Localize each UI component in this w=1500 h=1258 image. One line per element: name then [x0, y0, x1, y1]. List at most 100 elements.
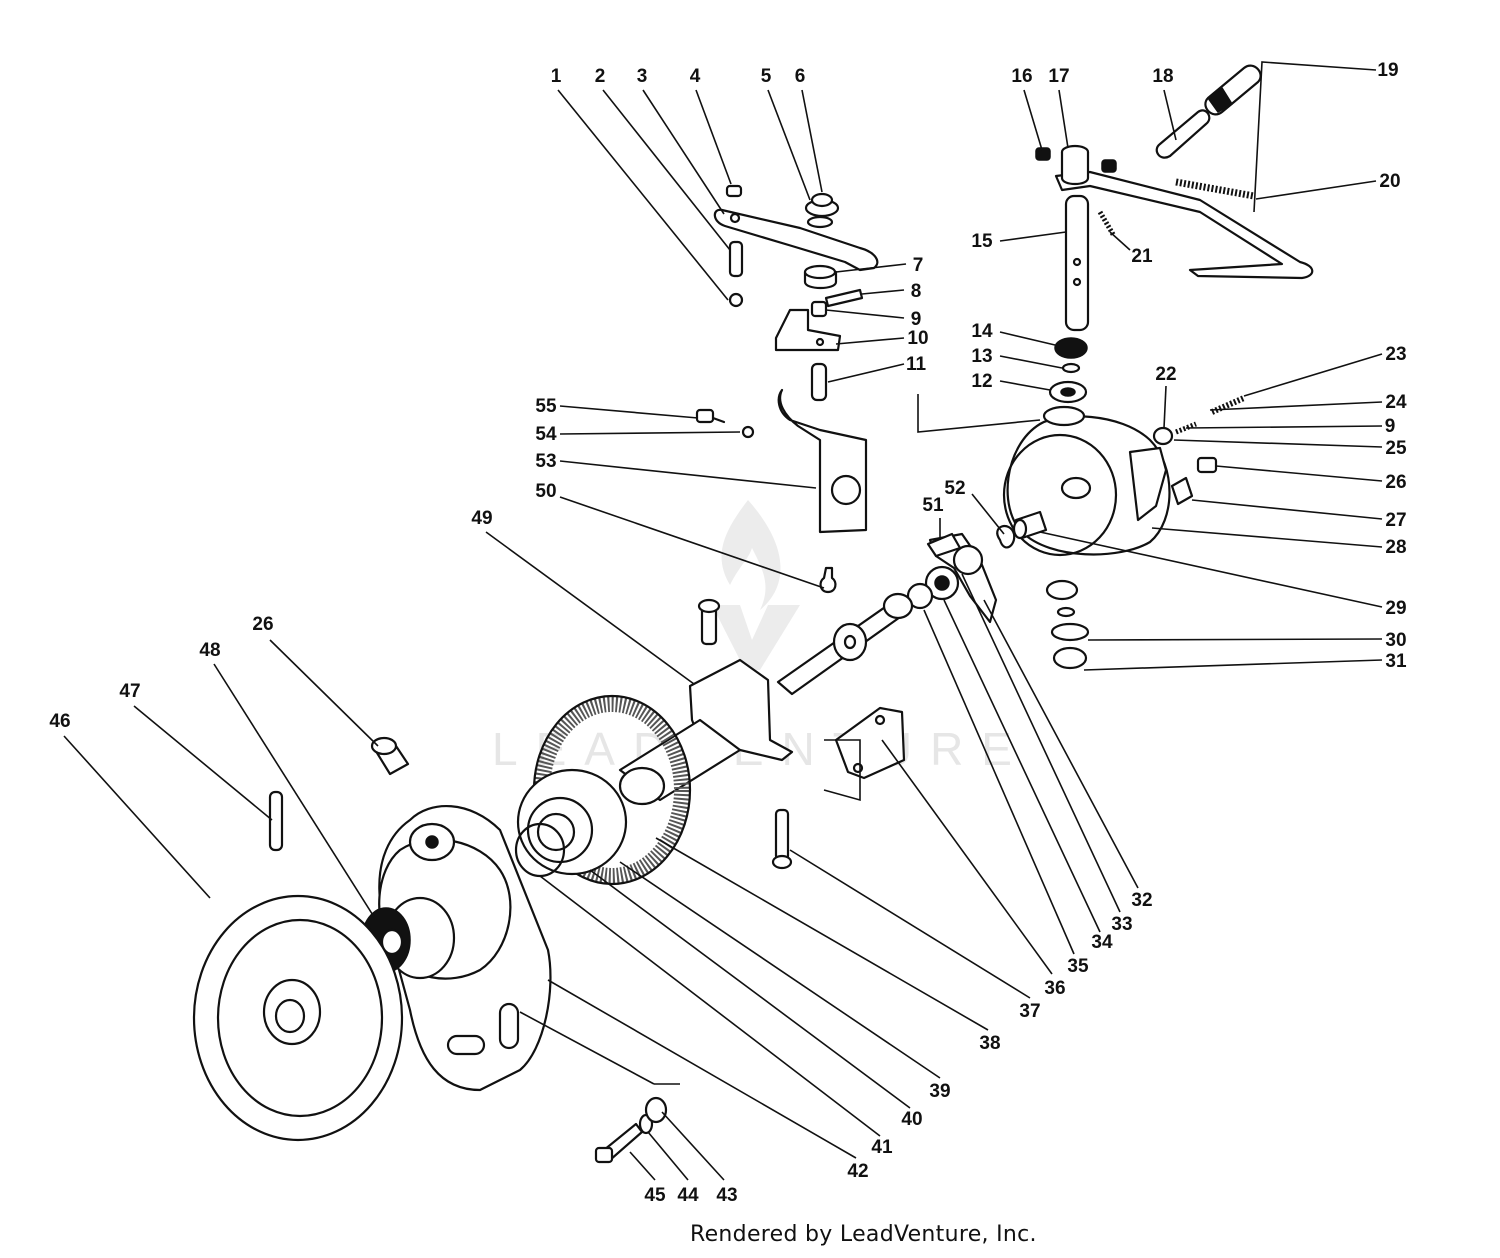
leader-17 — [1058, 89, 1069, 149]
bracket-51 — [926, 532, 962, 558]
callout-37: 37 — [1019, 1001, 1040, 1022]
leader-25 — [1173, 439, 1383, 448]
leader-53 — [559, 460, 817, 489]
callout-55: 55 — [535, 396, 557, 417]
callout-39: 39 — [929, 1081, 950, 1102]
callout-25: 25 — [1385, 438, 1407, 459]
callout-6: 6 — [795, 66, 806, 87]
plug-26-left-head — [370, 736, 398, 756]
screw-55-shank — [711, 416, 726, 424]
callout-1: 1 — [551, 66, 562, 87]
bracket-53 — [777, 388, 868, 534]
leader-47 — [133, 705, 273, 821]
ring-lower — [1056, 606, 1076, 618]
callout-45: 45 — [644, 1185, 666, 1206]
callout-3: 3 — [637, 66, 648, 87]
leader-52 — [971, 493, 1005, 535]
callout-30: 30 — [1385, 630, 1406, 651]
ring-13 — [1061, 362, 1081, 374]
shaft-15-hole — [1072, 257, 1082, 267]
callout-11: 11 — [906, 354, 927, 375]
shaft-15-hole-2 — [1072, 277, 1082, 287]
spring-20 — [1175, 178, 1255, 200]
callout-32: 32 — [1131, 890, 1152, 911]
callout-52: 52 — [944, 478, 965, 499]
callout-23: 23 — [1385, 344, 1406, 365]
pin-11 — [810, 362, 828, 402]
phantom-line — [917, 394, 1041, 433]
leader-40 — [589, 869, 911, 1109]
clip-52 — [996, 524, 1016, 549]
leader-11 — [827, 363, 905, 383]
callout-21: 21 — [1131, 246, 1153, 267]
callout-16: 16 — [1011, 66, 1032, 87]
callout-51: 51 — [922, 495, 944, 516]
leader-8 — [861, 289, 905, 295]
housing-top-boss — [1042, 405, 1086, 427]
clip-27 — [1170, 476, 1194, 506]
plug-26 — [1196, 456, 1218, 474]
leader-21 — [1109, 231, 1131, 251]
leader-12 — [999, 380, 1051, 391]
leader-50 — [559, 496, 825, 589]
shaft-shoulder — [882, 592, 914, 620]
grip-19-spring — [1206, 86, 1234, 113]
watermark-flame-icon — [721, 500, 781, 610]
callout-12: 12 — [971, 371, 992, 392]
spacer-7-top — [803, 264, 837, 280]
nut-16 — [1035, 147, 1051, 161]
callout-27: 27 — [1385, 510, 1406, 531]
callout-26: 26 — [1385, 472, 1406, 493]
callout-17: 17 — [1048, 66, 1069, 87]
bar-hole — [729, 212, 741, 224]
leader-23 — [1243, 353, 1383, 397]
callout-34: 34 — [1091, 932, 1113, 953]
gear-33 — [952, 544, 984, 576]
shift-arm — [1054, 170, 1314, 280]
leader-3 — [642, 89, 725, 215]
watermark-v-mark-icon — [712, 605, 800, 670]
washer-38 — [832, 622, 868, 662]
bolt-37 — [774, 808, 790, 862]
leader-55 — [559, 405, 699, 419]
callout-41: 41 — [871, 1137, 893, 1158]
pin-47 — [268, 790, 284, 852]
leader-39 — [619, 861, 941, 1079]
bolt-carrier-top-head — [697, 598, 721, 614]
callout-43: 43 — [716, 1185, 737, 1206]
boss-17 — [1060, 152, 1090, 186]
parts — [192, 64, 1314, 1164]
leader-43 — [661, 1111, 725, 1181]
callout-24: 24 — [1385, 392, 1407, 413]
leader-7 — [835, 263, 907, 273]
callout-47: 47 — [119, 681, 140, 702]
callout-49: 49 — [471, 508, 492, 529]
leader-27 — [1191, 499, 1383, 520]
leader-42-phantom — [519, 1011, 655, 1085]
washer — [806, 215, 834, 229]
spring-21 — [1097, 210, 1117, 238]
nut-17b — [1101, 159, 1117, 173]
leader-5 — [767, 89, 811, 201]
leader-26 — [1215, 465, 1383, 482]
callout-50: 50 — [535, 481, 556, 502]
screw-55 — [695, 408, 715, 424]
carrier-tube-end — [618, 766, 666, 806]
leader-30 — [1087, 638, 1383, 641]
callout-48: 48 — [199, 640, 220, 661]
leader-19 — [1253, 61, 1377, 213]
leader-46 — [63, 735, 211, 899]
nut-1 — [728, 292, 744, 308]
leader-31 — [1083, 659, 1383, 671]
cover-fill-hole — [425, 835, 439, 849]
leader-1 — [557, 89, 729, 301]
leader-41 — [539, 875, 881, 1137]
seal-48-lip — [380, 928, 404, 956]
leader-22 — [1163, 385, 1167, 429]
leader-2 — [602, 89, 731, 251]
callout-20: 20 — [1379, 171, 1400, 192]
washer-38-hole — [843, 634, 857, 650]
bolt-37-head — [771, 854, 793, 870]
callout-31: 31 — [1385, 651, 1407, 672]
